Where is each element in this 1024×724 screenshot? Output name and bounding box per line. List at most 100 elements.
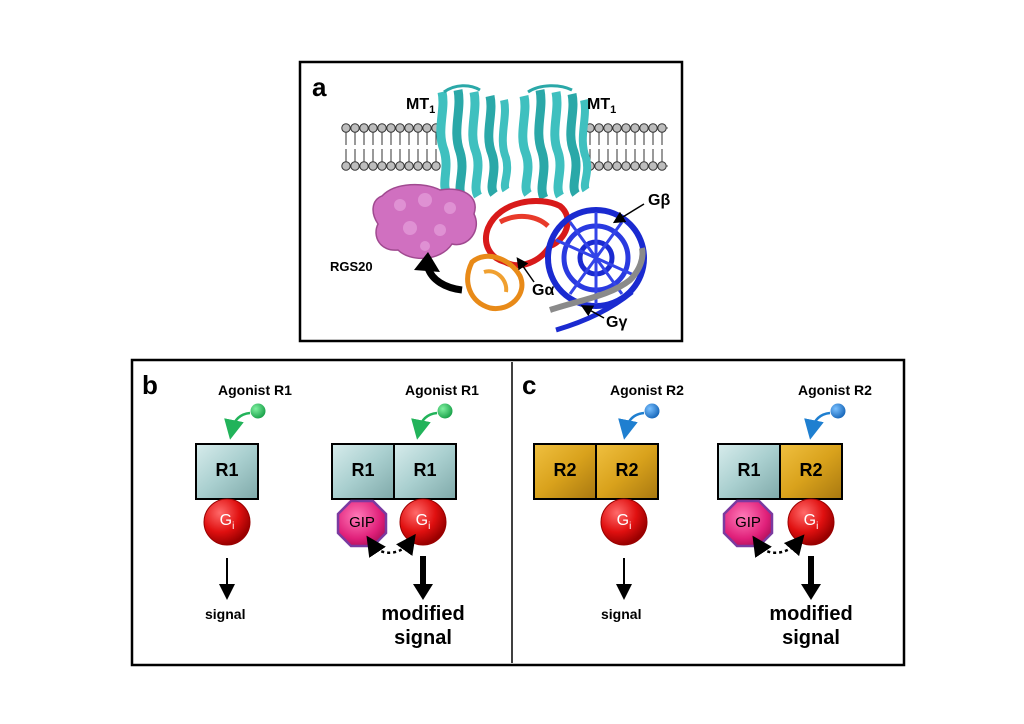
mt1-right-label: MT1 [587,96,616,116]
lipid-head [359,161,369,171]
r2-label-c1-left: R2 [553,460,577,480]
r2-label-c2: R2 [799,460,823,480]
agonist-r1-arrow-1 [224,411,251,440]
lipid-head [603,161,613,171]
mt1-left-label: MT1 [406,96,435,116]
gi-label-b1: Gi [204,512,250,532]
modified-signal-label-c: modified signal [748,602,874,650]
lipid-head [422,161,432,171]
r1-receptor-b2-right [393,443,457,500]
signal-text-b: signal [394,627,452,649]
r1-receptor-c2 [717,443,781,500]
lipid-head [612,123,622,133]
gip-label-c: GIP [735,514,761,531]
agonist-r1-ball-2 [437,403,453,419]
gi-sub-c2: i [816,521,819,533]
lipid-head [404,161,414,171]
mt1-receptor-left [436,84,512,201]
modified-signal-arrowhead-b [413,584,433,600]
agonist-r2-ball-2 [830,403,846,419]
signal-label-b: signal [205,606,246,622]
lipid-head [594,161,604,171]
gbeta-tail [555,290,634,333]
gbeta-label: Gβ [648,192,671,209]
gi-protein-b2 [399,498,447,546]
gip-label-b: GIP [349,514,375,531]
ggamma-label: Gγ [606,314,628,331]
lipid-head [630,161,640,171]
gbeta-pointer [612,203,645,224]
galpha-label: Gα [532,282,555,299]
mt1-left-sub: 1 [429,104,436,117]
panel-c-letter: c [522,370,537,400]
lipid-head [639,123,649,133]
rgs-recruitment-arrowhead [414,252,440,272]
signal-text-c: signal [782,627,840,649]
galpha-pointer [516,257,535,283]
rgs20-label: RGS20 [330,259,373,274]
agonist-r2-ball-1 [644,403,660,419]
agonist-r2-label-1: Agonist R2 [610,382,684,398]
lipid-head [422,123,432,133]
agonist-r1-ball-1 [250,403,266,419]
lipid-head [395,161,405,171]
gi-text-c1: G [616,512,630,529]
gi-text-b2: G [415,512,429,529]
agonist-r2-arrow-1 [618,411,645,440]
gi-text-b1: G [219,512,233,529]
lipid-head [341,161,351,171]
lipid-head [612,161,622,171]
lipid-head [368,123,378,133]
gi-label-c1: Gi [601,512,647,532]
lipid-head [630,123,640,133]
gi-label-b2: Gi [400,512,446,532]
r1-label-b2-right: R1 [413,460,437,480]
lipid-head [648,123,658,133]
membrane-left [341,123,441,171]
modified-signal-label-b: modified signal [360,602,486,650]
signal-label-c: signal [601,606,642,622]
lipid-head [386,161,396,171]
r1-receptor-b2-left [331,443,395,500]
lipid-head [413,123,423,133]
lipid-head [621,123,631,133]
lipid-head [377,161,387,171]
lipid-head [621,161,631,171]
lipid-head [359,123,369,133]
r1-label-b2-left: R1 [351,460,375,480]
mt1-right-text: MT [587,96,611,113]
lipid-head [594,123,604,133]
lipid-head [368,161,378,171]
agonist-r2-label-2: Agonist R2 [798,382,872,398]
r2-receptor-c2 [779,443,843,500]
lipid-head [377,123,387,133]
gi-protein-b1 [203,498,251,546]
lipid-head [413,161,423,171]
gi-protein-c2 [787,498,835,546]
gi-protein-c1 [600,498,648,546]
mt1-receptor-right [518,84,592,201]
lipid-head [657,123,667,133]
agonist-r1-arrow-2 [411,411,438,440]
membrane-right [585,123,668,171]
agonist-r2-arrow-2 [804,411,831,440]
gi-sub-b2: i [428,521,431,533]
mt1-right-sub: 1 [610,104,617,117]
r1-label-b1: R1 [215,460,239,480]
lipid-head [386,123,396,133]
r2-receptor-c1-left [533,443,597,500]
ggamma-protein [549,247,646,313]
gi-sub-c1: i [629,521,632,533]
lipid-head [639,161,649,171]
lipid-head [603,123,613,133]
r1-receptor-b1 [195,443,259,500]
agonist-r1-label-1: Agonist R1 [218,382,292,398]
lipid-head [657,161,667,171]
modified-signal-arrowhead-c [801,584,821,600]
lipid-head [648,161,658,171]
r2-label-c1-right: R2 [615,460,639,480]
lipid-head [395,123,405,133]
ggamma-pointer [580,305,605,319]
modified-text-b: modified [381,603,465,625]
